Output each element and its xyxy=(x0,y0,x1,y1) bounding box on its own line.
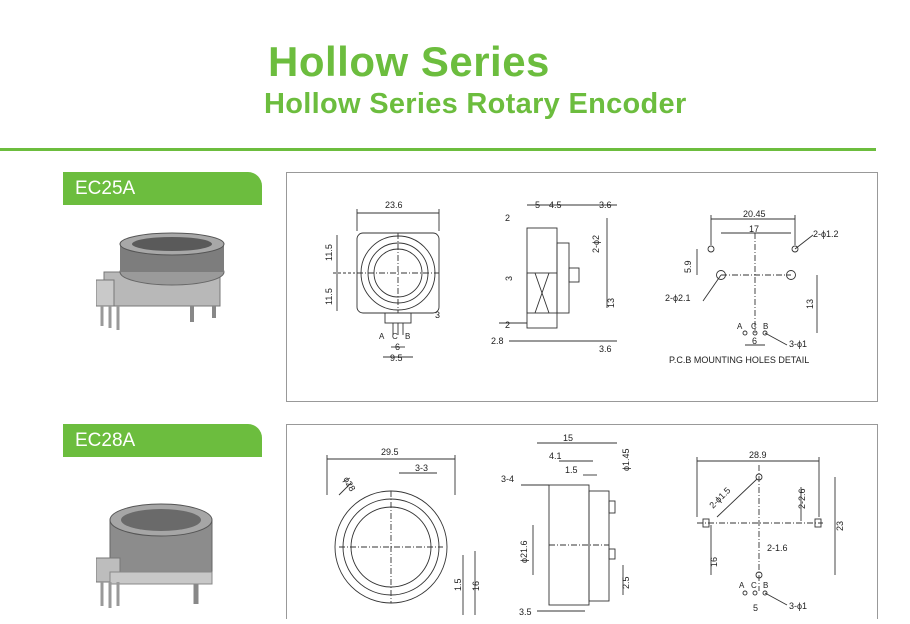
dim-ec25a-side-top-a: 5 xyxy=(535,200,540,210)
model-tag-ec28a: EC28A xyxy=(63,424,262,457)
dim-ec25a-pcb-outer: 20.45 xyxy=(743,209,766,219)
pcb-pin-c: C xyxy=(751,322,757,331)
pin-c: C xyxy=(392,332,398,341)
model-tag-label: EC25A xyxy=(75,178,136,199)
dim-ec28a-right-small: 1.5 xyxy=(453,578,463,591)
drawing-panel-ec25a: 23.6 11.5 11.5 3 A C B 6 9.5 2 5 4.5 3. xyxy=(286,172,878,402)
model-tag-label: EC28A xyxy=(75,430,136,451)
page-title: Hollow Series xyxy=(268,38,550,85)
model-tag-ec25a: EC25A xyxy=(63,172,262,205)
dim-ec25a-width: 23.6 xyxy=(385,200,403,210)
pin-a: A xyxy=(379,332,385,341)
dim-ec25a-pin-span: 9.5 xyxy=(390,353,403,363)
dim-ec25a-side-top-right: 3.6 xyxy=(599,200,612,210)
dim-ec25a-pcb-pin-holes: 3-ϕ1 xyxy=(789,339,807,349)
dim-ec25a-pcb-pin-pitch: 6 xyxy=(752,336,757,346)
pcb2-pin-a: A xyxy=(739,581,745,590)
dim-ec28a-side-mid-w: 1.5 xyxy=(565,465,578,475)
dim-ec28a-side-right-h: 2.5 xyxy=(621,576,631,589)
dim-ec28a-pcb-slot-h: 2-2.6 xyxy=(797,488,807,509)
ec28a-side-view xyxy=(521,442,624,612)
pcb2-pin-b: B xyxy=(763,581,768,590)
dim-ec28a-side-body: ϕ21.6 xyxy=(519,540,529,563)
header-divider xyxy=(0,148,876,151)
pcb-pin-b: B xyxy=(763,322,768,331)
dim-ec25a-side-left-mid: 3 xyxy=(504,276,514,281)
dim-ec28a-width: 29.5 xyxy=(381,447,399,457)
dim-ec25a-side-bottom-right: 3.6 xyxy=(599,344,612,354)
ec25a-front-view xyxy=(333,209,440,358)
dim-ec25a-lower-height: 11.5 xyxy=(324,288,334,305)
dim-ec28a-side-shaft: ϕ1.45 xyxy=(621,448,631,471)
dim-ec28a-right-height: 16 xyxy=(471,581,481,591)
dim-ec28a-pcb-outer: 28.9 xyxy=(749,450,767,460)
dim-ec28a-side-left-w: 4.1 xyxy=(549,451,562,461)
dim-ec28a-pcb-pin-holes: 3-ϕ1 xyxy=(789,601,807,611)
pcb-pin-a: A xyxy=(737,322,743,331)
dim-ec25a-side-bottom-left: 2 xyxy=(505,320,510,330)
dim-ec28a-pcb-height-right: 23 xyxy=(835,521,845,531)
dim-ec25a-side-right-height: 13 xyxy=(606,298,616,308)
dim-ec28a-side-bottom: 3.5 xyxy=(519,607,532,617)
dim-ec28a-pcb-height-left: 16 xyxy=(709,557,719,567)
dim-ec28a-slot: 3-3 xyxy=(415,463,428,473)
ec25a-pcb-view xyxy=(696,215,818,346)
dim-ec28a-side-total: 15 xyxy=(563,433,573,443)
ec28a-pcb-view xyxy=(696,457,836,606)
dim-ec28a-side-top-left: 3-4 xyxy=(501,474,514,484)
dim-ec25a-pcb-offset: 5.9 xyxy=(683,260,693,273)
dim-ec25a-pcb-small-holes: 2-ϕ1.2 xyxy=(813,229,839,239)
ec28a-front-view xyxy=(326,455,476,615)
dim-ec25a-upper-height: 11.5 xyxy=(324,244,334,261)
product-photo-ec25a xyxy=(96,232,225,330)
drawing-panel-ec28a: 29.5 ϕ28 3-3 1.5 16 15 ϕ1.45 4.1 1.5 xyxy=(286,424,878,619)
pcb2-pin-c: C xyxy=(751,581,757,590)
pin-b: B xyxy=(405,332,410,341)
dim-ec25a-tilt: 3 xyxy=(435,310,440,320)
dim-ec28a-pcb-slot-w: 2-1.6 xyxy=(767,543,788,553)
dim-ec28a-pcb-holes: 2-ϕ1.5 xyxy=(707,485,732,510)
dim-ec25a-pcb-height: 13 xyxy=(805,299,815,309)
dim-ec28a-pcb-pin-pitch: 5 xyxy=(753,603,758,613)
dim-ec25a-side-bottom-left2: 2.8 xyxy=(491,336,504,346)
product-photo-ec28a xyxy=(96,503,213,608)
dim-ec25a-pcb-inner: 17 xyxy=(749,224,759,234)
page-subtitle: Hollow Series Rotary Encoder xyxy=(264,88,687,120)
dim-ec25a-side-top-b: 4.5 xyxy=(549,200,562,210)
dim-ec25a-pcb-large-holes: 2-ϕ2.1 xyxy=(665,293,691,303)
pcb-caption: P.C.B MOUNTING HOLES DETAIL xyxy=(669,355,809,365)
dim-ec25a-side-top-left: 2 xyxy=(505,213,510,223)
ec25a-side-view xyxy=(499,204,617,342)
dim-ec25a-pin-pitch: 6 xyxy=(395,342,400,352)
dim-ec25a-side-hole: 2-ϕ2 xyxy=(591,235,601,253)
